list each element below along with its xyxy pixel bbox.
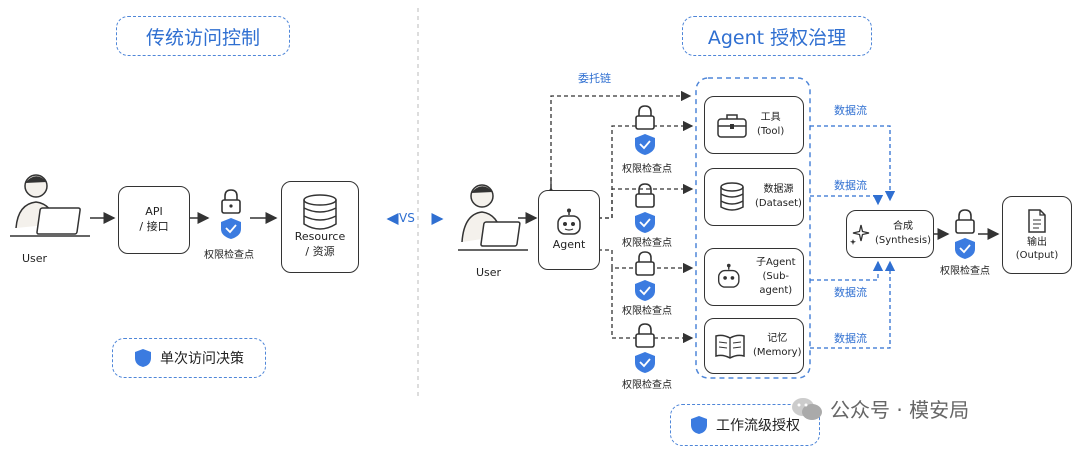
- left-checkpoint-label: 权限检查点: [204, 250, 254, 261]
- checkpoint-icon-3: [635, 251, 655, 301]
- checkpoint-icon-final: [955, 209, 975, 259]
- dataflow-label-3: 数据流: [834, 286, 867, 299]
- dataflow-dataset: [810, 194, 884, 206]
- tool-en: (Tool): [757, 126, 785, 137]
- document-icon: [1028, 208, 1046, 233]
- agent-label: Agent: [552, 237, 586, 251]
- workflow-group: [695, 77, 811, 379]
- resource-node: Resource / 资源: [281, 181, 359, 273]
- dataflow-label-4: 数据流: [834, 332, 867, 345]
- shield-icon-2: [691, 416, 707, 434]
- api-line2: / 接口: [139, 220, 169, 233]
- left-title: 传统访问控制: [116, 16, 290, 56]
- memory-node: 记忆 (Memory): [704, 318, 804, 374]
- subagent-en: (Sub-agent): [759, 271, 793, 296]
- watermark: 公众号 · 模安局: [790, 394, 969, 423]
- dataflow-memory: [810, 260, 896, 349]
- toolbox-icon: [717, 114, 747, 138]
- dataflow-subagent: [810, 260, 884, 281]
- dataset-node: 数据源 (Dataset): [704, 168, 804, 226]
- left-user-label: User: [22, 252, 48, 265]
- resource-line1: Resource: [294, 230, 346, 244]
- checkpoint-icon-2: [635, 183, 655, 233]
- delegation-label: 委托链: [578, 72, 611, 85]
- shield-icon: [135, 349, 151, 367]
- robot-icon-2: [717, 263, 740, 288]
- tool-node: 工具 (Tool): [704, 96, 804, 154]
- checkpoint-label-1: 权限检查点: [622, 164, 672, 175]
- checkpoint-label-2: 权限检查点: [622, 238, 672, 249]
- output-cn: 输出: [1027, 236, 1047, 248]
- dataset-en: (Dataset): [755, 198, 802, 209]
- dataflow-label-2: 数据流: [834, 179, 867, 192]
- agent-node: Agent: [538, 190, 600, 270]
- synthesis-cn: 合成: [892, 221, 913, 232]
- user-icon-right: [458, 184, 528, 251]
- subagent-cn: 子Agent: [755, 257, 796, 268]
- book-icon: [715, 334, 745, 359]
- branch-dataset: [598, 183, 694, 219]
- dataset-cn: 数据源: [763, 184, 794, 195]
- dataflow-tool: [810, 125, 896, 202]
- resource-line2: / 资源: [305, 245, 335, 258]
- branch-memory: [611, 268, 694, 344]
- synthesis-node: 合成 (Synthesis): [846, 210, 934, 258]
- api-line1: API: [145, 205, 163, 219]
- subagent-node: 子Agent (Sub-agent): [704, 248, 804, 306]
- output-en: (Output): [1015, 250, 1059, 261]
- delegation-chain-line: [550, 90, 692, 188]
- right-footer: 工作流级授权: [670, 404, 820, 446]
- synthesis-en: (Synthesis): [874, 235, 931, 246]
- wechat-icon: [792, 397, 822, 420]
- database-icon: [303, 194, 337, 230]
- memory-en: (Memory): [753, 347, 802, 358]
- tool-cn: 工具: [760, 112, 781, 123]
- checkpoint-label-4: 权限检查点: [622, 380, 672, 391]
- user-icon: [10, 174, 90, 237]
- memory-cn: 记忆: [767, 333, 788, 344]
- right-user-label: User: [476, 266, 502, 279]
- right-title: Agent 授权治理: [682, 16, 872, 56]
- left-footer: 单次访问决策: [112, 338, 266, 378]
- database-icon-2: [720, 182, 744, 211]
- checkpoint-icon-4: [635, 323, 655, 373]
- api-node: API / 接口: [118, 186, 190, 254]
- checkpoint-icon-1: [635, 105, 655, 155]
- left-checkpoint-icon: [221, 189, 241, 239]
- output-node: 输出 (Output): [1002, 196, 1072, 274]
- checkpoint-label-3: 权限检查点: [622, 306, 672, 317]
- robot-icon: [557, 208, 581, 235]
- vs-label: VS: [399, 211, 415, 225]
- sparkle-icon: [849, 224, 870, 245]
- checkpoint-label-final: 权限检查点: [940, 266, 990, 277]
- dataflow-label-1: 数据流: [834, 104, 867, 117]
